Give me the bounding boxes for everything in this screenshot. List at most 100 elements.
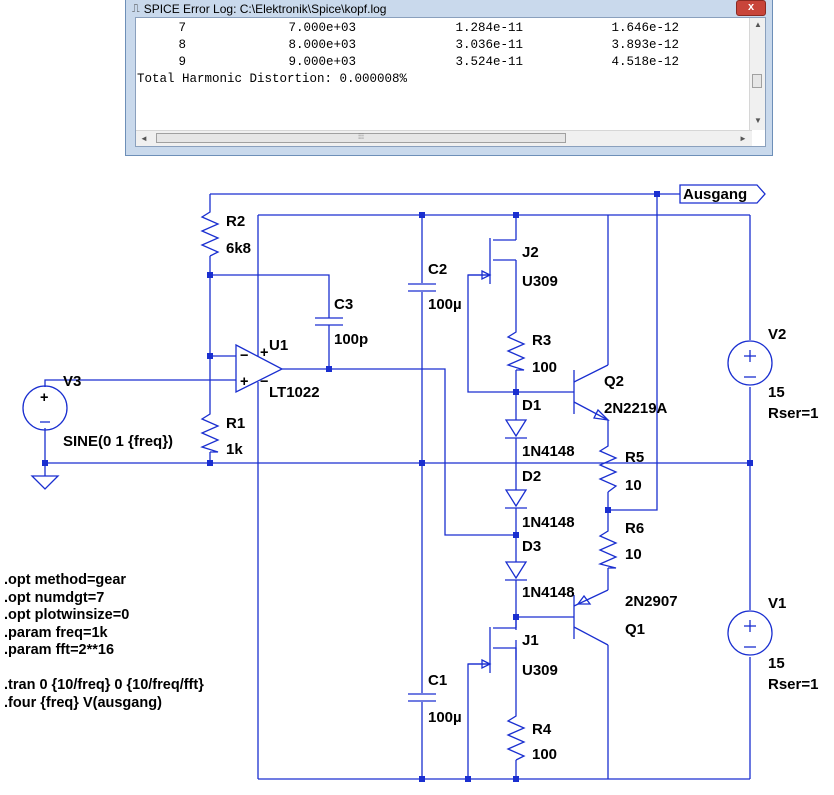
horizontal-scrollbar[interactable]: ◄ ⁞⁞⁞ ►: [136, 130, 752, 146]
npn-transistor-q2[interactable]: [573, 364, 610, 421]
label-d1: D1: [522, 397, 541, 414]
output-net-flag[interactable]: [679, 184, 766, 204]
opamp-minus-sign: −: [240, 348, 248, 364]
junction-nodes: [42, 191, 753, 782]
directive-line: .opt method=gear: [4, 572, 127, 588]
scroll-down-icon[interactable]: ▼: [754, 116, 762, 125]
opamp-u1[interactable]: − + + −: [235, 343, 284, 394]
ground-symbol[interactable]: [30, 475, 60, 490]
vertical-scrollbar[interactable]: ▲ ▼: [749, 18, 765, 130]
label-r1: R1: [226, 415, 245, 432]
label-c1: C1: [428, 672, 447, 689]
scroll-up-icon[interactable]: ▲: [754, 20, 762, 29]
voltage-source-v1[interactable]: [727, 610, 773, 656]
label-r2-value: 6k8: [226, 240, 251, 257]
label-r5: R5: [625, 449, 644, 466]
label-v3: V3: [63, 373, 81, 390]
label-q2: Q2: [604, 373, 624, 390]
label-j1-model: U309: [522, 662, 558, 679]
scroll-left-icon[interactable]: ◄: [140, 134, 148, 143]
label-u1-model: LT1022: [269, 384, 320, 401]
diode-d2[interactable]: [504, 489, 528, 509]
resistor-r3[interactable]: [506, 326, 526, 371]
opamp-vpos-sign: +: [260, 345, 268, 361]
resistor-r4[interactable]: [506, 710, 526, 761]
resistor-r6[interactable]: [597, 525, 618, 569]
capacitor-c2[interactable]: [408, 283, 436, 292]
spice-directives[interactable]: .opt method=gear .opt numdgt=7 .opt plot…: [4, 572, 204, 712]
label-q1-model: 2N2907: [625, 593, 678, 610]
label-v3-value: SINE(0 1 {freq}): [63, 433, 173, 450]
directive-line: .param freq=1k: [4, 624, 108, 641]
label-r6: R6: [625, 520, 644, 537]
spice-error-log-window[interactable]: ⎍ SPICE Error Log: C:\Elektronik\Spice\k…: [125, 0, 773, 156]
label-q2-model: 2N2219A: [604, 400, 668, 417]
directive-line: .four {freq} V(ausgang): [4, 694, 162, 711]
label-c2-value: 100µ: [428, 296, 462, 313]
horizontal-scroll-thumb[interactable]: ⁞⁞⁞: [156, 133, 566, 143]
label-j1: J1: [522, 632, 539, 649]
label-v2-value: 15: [768, 384, 785, 401]
label-d2: D2: [522, 468, 541, 485]
directive-line: .tran 0 {10/freq} 0 {10/freq/fft}: [4, 677, 204, 693]
label-v1: V1: [768, 595, 786, 612]
resistor-r5[interactable]: [598, 440, 618, 493]
resistor-r1[interactable]: [200, 408, 220, 453]
label-r3: R3: [532, 332, 551, 349]
vertical-scroll-thumb[interactable]: [752, 74, 762, 88]
label-r5-value: 10: [625, 477, 642, 494]
wires: [44, 193, 751, 780]
label-v2-rser: Rser=1: [768, 405, 818, 422]
thd-line: Total Harmonic Distortion: 0.000008%: [137, 72, 408, 86]
label-c1-value: 100µ: [428, 709, 462, 726]
spice-log-icon: ⎍: [132, 2, 140, 15]
directive-line: .param fft=2**16: [4, 642, 115, 658]
voltage-source-v2[interactable]: [727, 340, 773, 386]
label-d1-model: 1N4148: [522, 443, 575, 460]
label-r4: R4: [532, 721, 552, 738]
label-r1-value: 1k: [226, 441, 243, 458]
directive-line: .opt plotwinsize=0: [4, 607, 130, 623]
v3-plus-sign: +: [40, 390, 48, 406]
label-c3-value: 100p: [334, 331, 368, 348]
scroll-right-icon[interactable]: ►: [739, 134, 747, 143]
label-v2: V2: [768, 326, 786, 343]
directive-line: .opt numdgt=7: [4, 589, 105, 606]
label-d3-model: 1N4148: [522, 584, 575, 601]
jfet-j1[interactable]: [468, 627, 517, 673]
log-window-title: SPICE Error Log: C:\Elektronik\Spice\kop…: [143, 2, 387, 16]
voltage-source-v3[interactable]: +: [22, 385, 68, 431]
label-c2: C2: [428, 261, 447, 278]
label-d3: D3: [522, 538, 541, 555]
label-r2: R2: [226, 213, 245, 230]
label-u1: U1: [269, 337, 288, 354]
label-r6-value: 10: [625, 546, 642, 563]
pnp-transistor-q1[interactable]: [573, 589, 609, 646]
label-q1: Q1: [625, 621, 645, 638]
log-window-titlebar[interactable]: ⎍ SPICE Error Log: C:\Elektronik\Spice\k…: [132, 1, 386, 17]
output-net-label: Ausgang: [683, 186, 747, 203]
label-j2-model: U309: [522, 273, 558, 290]
label-v1-rser: Rser=1: [768, 676, 818, 693]
label-c3: C3: [334, 296, 353, 313]
capacitor-c3[interactable]: [315, 314, 343, 327]
opamp-plus-sign: +: [240, 374, 248, 390]
diode-d3[interactable]: [504, 561, 528, 581]
diode-d1[interactable]: [504, 418, 528, 439]
resistor-r2[interactable]: [200, 205, 220, 257]
close-button[interactable]: x: [736, 0, 766, 16]
component-labels: R2 6k8 C3 100p U1 LT1022 R1 1k V3 SINE(0…: [63, 213, 818, 763]
jfet-j2[interactable]: [468, 238, 516, 284]
label-r3-value: 100: [532, 359, 557, 376]
capacitor-c1[interactable]: [408, 693, 436, 702]
directive-line: [4, 660, 204, 678]
label-v1-value: 15: [768, 655, 785, 672]
label-r4-value: 100: [532, 746, 557, 763]
label-d2-model: 1N4148: [522, 514, 575, 531]
opamp-vneg-sign: −: [260, 374, 268, 390]
